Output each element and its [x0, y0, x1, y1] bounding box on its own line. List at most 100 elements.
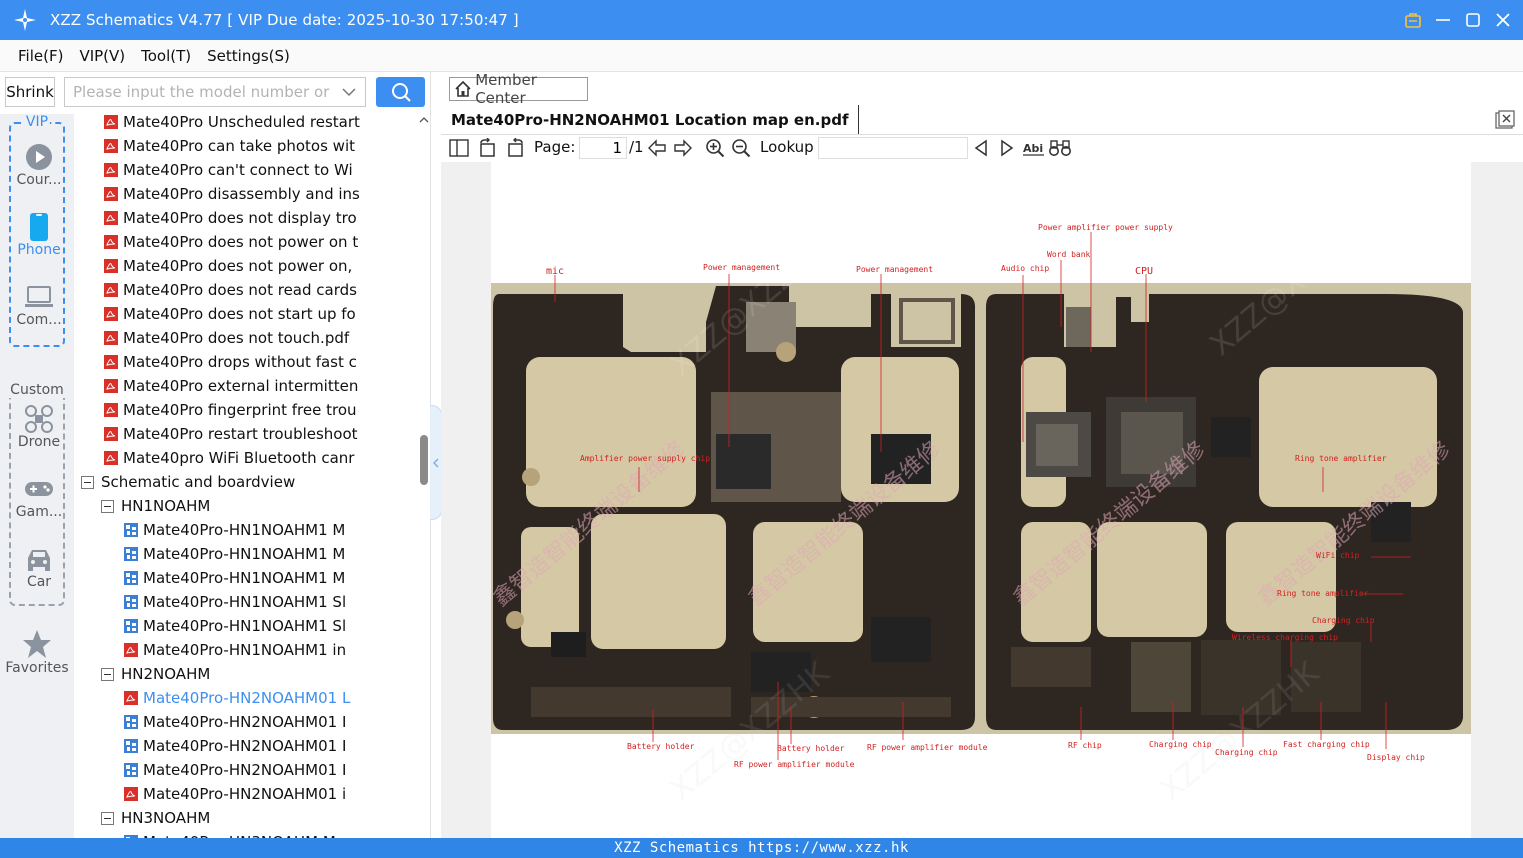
tree-file[interactable]: Mate40Pro-HN1NOAHM1 M [123, 518, 406, 542]
lookup-input[interactable] [818, 137, 968, 159]
rail-item-courses[interactable]: Cour... [11, 142, 67, 188]
collapse-toggle-icon[interactable] [101, 811, 114, 825]
tree-file[interactable]: Mate40Pro external intermitten [103, 374, 406, 398]
find-previous-icon[interactable] [970, 137, 992, 159]
laptop-icon [11, 282, 67, 312]
tree-file[interactable]: Mate40Pro drops without fast c [103, 350, 406, 374]
tree-file[interactable]: Mate40Pro-HN1NOAHM1 M [123, 542, 406, 566]
maximize-icon[interactable] [1463, 10, 1483, 30]
tree-scroll-thumb[interactable] [420, 435, 428, 485]
tree-file[interactable]: Mate40Pro fingerprint free trou [103, 398, 406, 422]
tree-item-label: Mate40Pro does not touch.pdf [123, 329, 350, 347]
label-amplifier-power-supply-chip: Amplifier power supply chip [580, 454, 710, 463]
zoom-out-icon[interactable] [730, 137, 752, 159]
tree-file[interactable]: Mate40Pro does not start up fo [103, 302, 406, 326]
tree-file[interactable]: Mate40Pro-HN2NOAHM01 L [123, 686, 406, 710]
rail-item-games[interactable]: Gam... [11, 474, 67, 520]
tree-file[interactable]: Mate40Pro does not power on t [103, 230, 406, 254]
menu-tool[interactable]: Tool(T) [141, 46, 192, 65]
tab-location-map[interactable]: Mate40Pro-HN2NOAHM01 Location map en.pdf [451, 105, 860, 134]
tree-scrollbar[interactable] [418, 110, 430, 838]
member-center-button[interactable]: Member Center [449, 71, 588, 107]
tree-folder[interactable]: HN1NOAHM [101, 494, 406, 518]
chevron-down-icon[interactable] [341, 84, 357, 104]
page-total: /1 [629, 138, 644, 156]
document-tab-bar: Mate40Pro-HN2NOAHM01 Location map en.pdf [441, 105, 1523, 135]
page-number-input[interactable] [579, 137, 627, 159]
tree-file[interactable]: Mate40Pro does not touch.pdf [103, 326, 406, 350]
sidebar-toggle-icon[interactable] [448, 137, 470, 159]
star-icon [0, 628, 74, 660]
model-search-input[interactable] [73, 83, 333, 101]
tree-file[interactable]: Mate40Pro-HN2NOAHM01 I [123, 710, 406, 734]
binoculars-icon[interactable] [1049, 137, 1071, 159]
favorites-label: Favorites [5, 660, 69, 676]
shrink-button[interactable]: Shrink [5, 77, 55, 107]
menu-file[interactable]: File(F) [18, 46, 64, 65]
tree-file[interactable]: Mate40Pro does not read cards [103, 278, 406, 302]
pdf-file-icon [103, 330, 123, 346]
label-rf-chip: RF chip [1068, 741, 1102, 750]
rail-item-car[interactable]: Car [11, 544, 67, 590]
tree-folder[interactable]: HN3NOAHM [101, 806, 406, 830]
tree-item-label: Mate40Pro-HN1NOAHM1 M [143, 545, 346, 563]
search-icon [391, 83, 411, 102]
next-page-icon[interactable] [672, 137, 694, 159]
tree-file[interactable]: Mate40Pro-HN2NOAHM01 I [123, 734, 406, 758]
label-ring-tone-amplifier-2: Ring tone amplifier [1277, 589, 1369, 598]
tree-file[interactable]: Mate40Pro-HN2NOAHM01 i [123, 782, 406, 806]
tree-folder[interactable]: Schematic and boardview [81, 470, 406, 494]
tree-file[interactable]: Mate40Pro disassembly and ins [103, 182, 406, 206]
rail-item-drone[interactable]: Drone [11, 404, 67, 450]
tree-file[interactable]: Mate40Pro-HN1NOAHM1 Sl [123, 590, 406, 614]
tree-file[interactable]: Mate40Pro-HN1NOAHM1 Sl [123, 614, 406, 638]
rail-item-label: Car [26, 574, 52, 590]
pdf-file-icon [103, 306, 123, 322]
tree-file[interactable]: Mate40Pro-HN2NOAHM01 I [123, 758, 406, 782]
rotate-right-icon[interactable] [504, 137, 526, 159]
tree-file[interactable]: Mate40Pro can take photos wit [103, 134, 406, 158]
vip-bag-icon[interactable] [1403, 10, 1423, 30]
label-battery-holder-2: Battery holder [777, 744, 845, 753]
previous-page-icon[interactable] [646, 137, 668, 159]
drone-icon [11, 404, 67, 434]
find-next-icon[interactable] [996, 137, 1018, 159]
tree-file[interactable]: Mate40Pro restart troubleshoot [103, 422, 406, 446]
menu-settings[interactable]: Settings(S) [207, 46, 290, 65]
model-search-box [64, 77, 366, 107]
tree-file[interactable]: Mate40Pro does not power on, [103, 254, 406, 278]
zoom-in-icon[interactable] [704, 137, 726, 159]
tree-file[interactable]: Mate40Pro Unscheduled restart [103, 110, 406, 134]
rail-item-phone[interactable]: Phone [11, 212, 67, 258]
menu-vip[interactable]: VIP(V) [79, 46, 126, 65]
pdf-page: XZZ@XZZHK XZZ@XZZHK XZZ@XZZHK XZZ@XZZHK … [489, 162, 1471, 838]
gamepad-icon [11, 474, 67, 504]
tree-file[interactable]: Mate40pro WiFi Bluetooth canr [103, 446, 406, 470]
close-tab-icon[interactable] [1495, 110, 1515, 130]
rail-item-computer[interactable]: Com... [11, 282, 67, 328]
tree-file[interactable]: Mate40Pro does not display tro [103, 206, 406, 230]
tree-item-label: Mate40Pro fingerprint free trou [123, 401, 357, 419]
label-fast-charging-chip: Fast charging chip [1283, 740, 1370, 749]
pdf-viewer[interactable]: XZZ@XZZHK XZZ@XZZHK XZZ@XZZHK XZZ@XZZHK … [441, 162, 1523, 838]
rail-item-label: Com... [16, 312, 62, 328]
search-button[interactable] [376, 77, 425, 107]
label-charging-chip-2: Charging chip [1149, 740, 1212, 749]
collapse-toggle-icon[interactable] [101, 499, 114, 513]
tree-item-label: Mate40Pro-HN2NOAHM01 I [143, 761, 347, 779]
tree-file[interactable]: Mate40Pro-HN3NOAHM M [123, 830, 406, 838]
rail-item-favorites[interactable]: Favorites [0, 628, 74, 676]
collapse-toggle-icon[interactable] [101, 667, 114, 681]
rotate-left-icon[interactable] [477, 137, 499, 159]
tree-folder[interactable]: HN2NOAHM [101, 662, 406, 686]
label-mic: mic [546, 266, 564, 277]
minimize-icon[interactable] [1433, 10, 1453, 30]
rail-item-label: Gam... [15, 504, 63, 520]
scroll-up-icon[interactable] [418, 114, 430, 126]
tree-file[interactable]: Mate40Pro-HN1NOAHM1 in [123, 638, 406, 662]
match-case-icon[interactable]: Abi [1022, 137, 1046, 159]
close-icon[interactable] [1493, 10, 1513, 30]
tree-file[interactable]: Mate40Pro-HN1NOAHM1 M [123, 566, 406, 590]
tree-file[interactable]: Mate40Pro can't connect to Wi [103, 158, 406, 182]
collapse-toggle-icon[interactable] [81, 475, 94, 489]
